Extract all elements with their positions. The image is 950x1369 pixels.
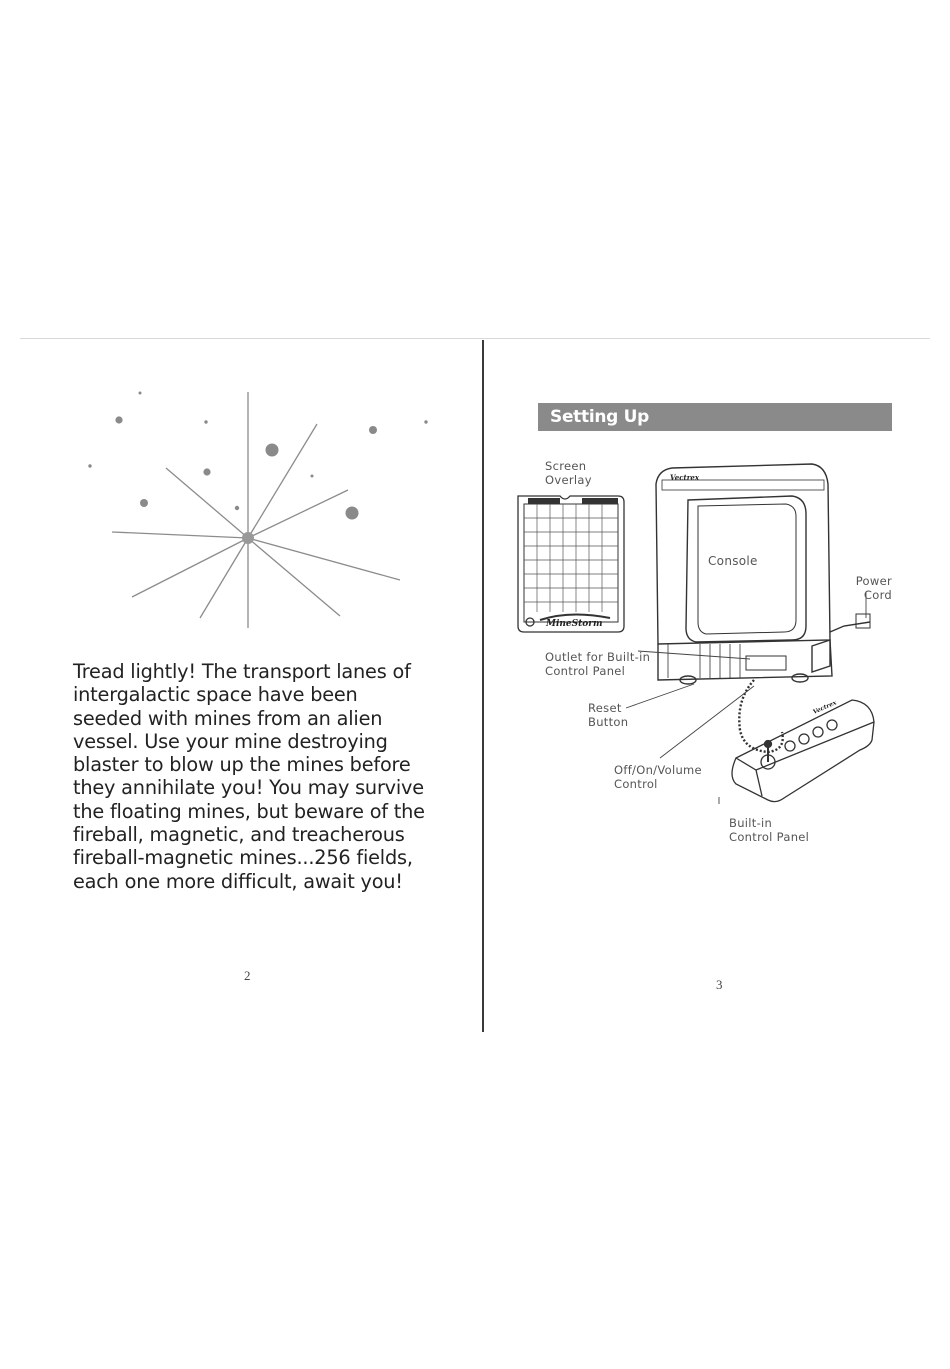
label-line: Reset [588, 701, 622, 715]
label-line: Screen [545, 459, 587, 473]
star-dots [88, 391, 428, 520]
intro-line: Tread lightly! The transport lanes of [73, 660, 411, 683]
label-line: Control Panel [545, 664, 626, 678]
leader-lines [625, 592, 867, 804]
label-line: Built-in [729, 816, 773, 830]
starburst-illustration [88, 391, 428, 628]
intro-line: seeded with mines from an alien [73, 706, 383, 730]
label-line: Control Panel [729, 830, 810, 844]
intro-line: each one more difficult, await you! [73, 869, 403, 893]
controller-drawing [731, 679, 875, 803]
overlay-title-text: MineStorm [545, 619, 603, 629]
screen-overlay-label: Screen Overlay [545, 459, 592, 487]
control-panel-label: Built-in Control Panel [729, 816, 809, 844]
intro-line: they annihilate you! You may survive [73, 776, 424, 800]
screen-overlay-drawing [517, 495, 625, 633]
intro-line: vessel. Use your mine destroying [73, 729, 388, 753]
page-number-left: 2 [244, 968, 251, 983]
label-line: Off/On/Volume [614, 763, 702, 777]
intro-line: intergalactic space have been [73, 683, 358, 707]
console-drawing [655, 463, 871, 685]
label-line: Button [588, 715, 629, 729]
console-brand-text: Vectrex [670, 473, 700, 482]
outlet-label: Outlet for Built-in Control Panel [545, 650, 650, 678]
intro-line: fireball, magnetic, and treacherous [73, 823, 405, 847]
label-line: Outlet for Built-in [545, 650, 651, 664]
book-spine [482, 340, 484, 1032]
intro-line: blaster to blow up the mines before [73, 753, 411, 777]
reset-button-label: Reset Button [588, 701, 628, 729]
intro-paragraph: Tread lightly! The transport lanes of in… [73, 660, 433, 893]
console-label: Console [708, 554, 758, 568]
section-header-bar: Setting Up [538, 403, 892, 431]
setup-diagram: MineStorm Vectrex Vectrex [517, 463, 875, 804]
label-line: Overlay [545, 473, 592, 487]
label-line: Power [855, 574, 892, 588]
label-line: Control [614, 777, 658, 791]
label-line: Cord [863, 588, 892, 602]
section-title: Setting Up [550, 407, 650, 427]
intro-line: the floating mines, but beware of the [73, 799, 425, 823]
starburst-rays [111, 392, 401, 628]
volume-control-label: Off/On/Volume Control [614, 763, 702, 791]
power-cord-label: Power Cord [840, 574, 892, 602]
page-top-edge [20, 338, 930, 339]
page-number-right: 3 [716, 977, 723, 992]
intro-line: fireball-magnetic mines...256 fields, [73, 846, 413, 870]
